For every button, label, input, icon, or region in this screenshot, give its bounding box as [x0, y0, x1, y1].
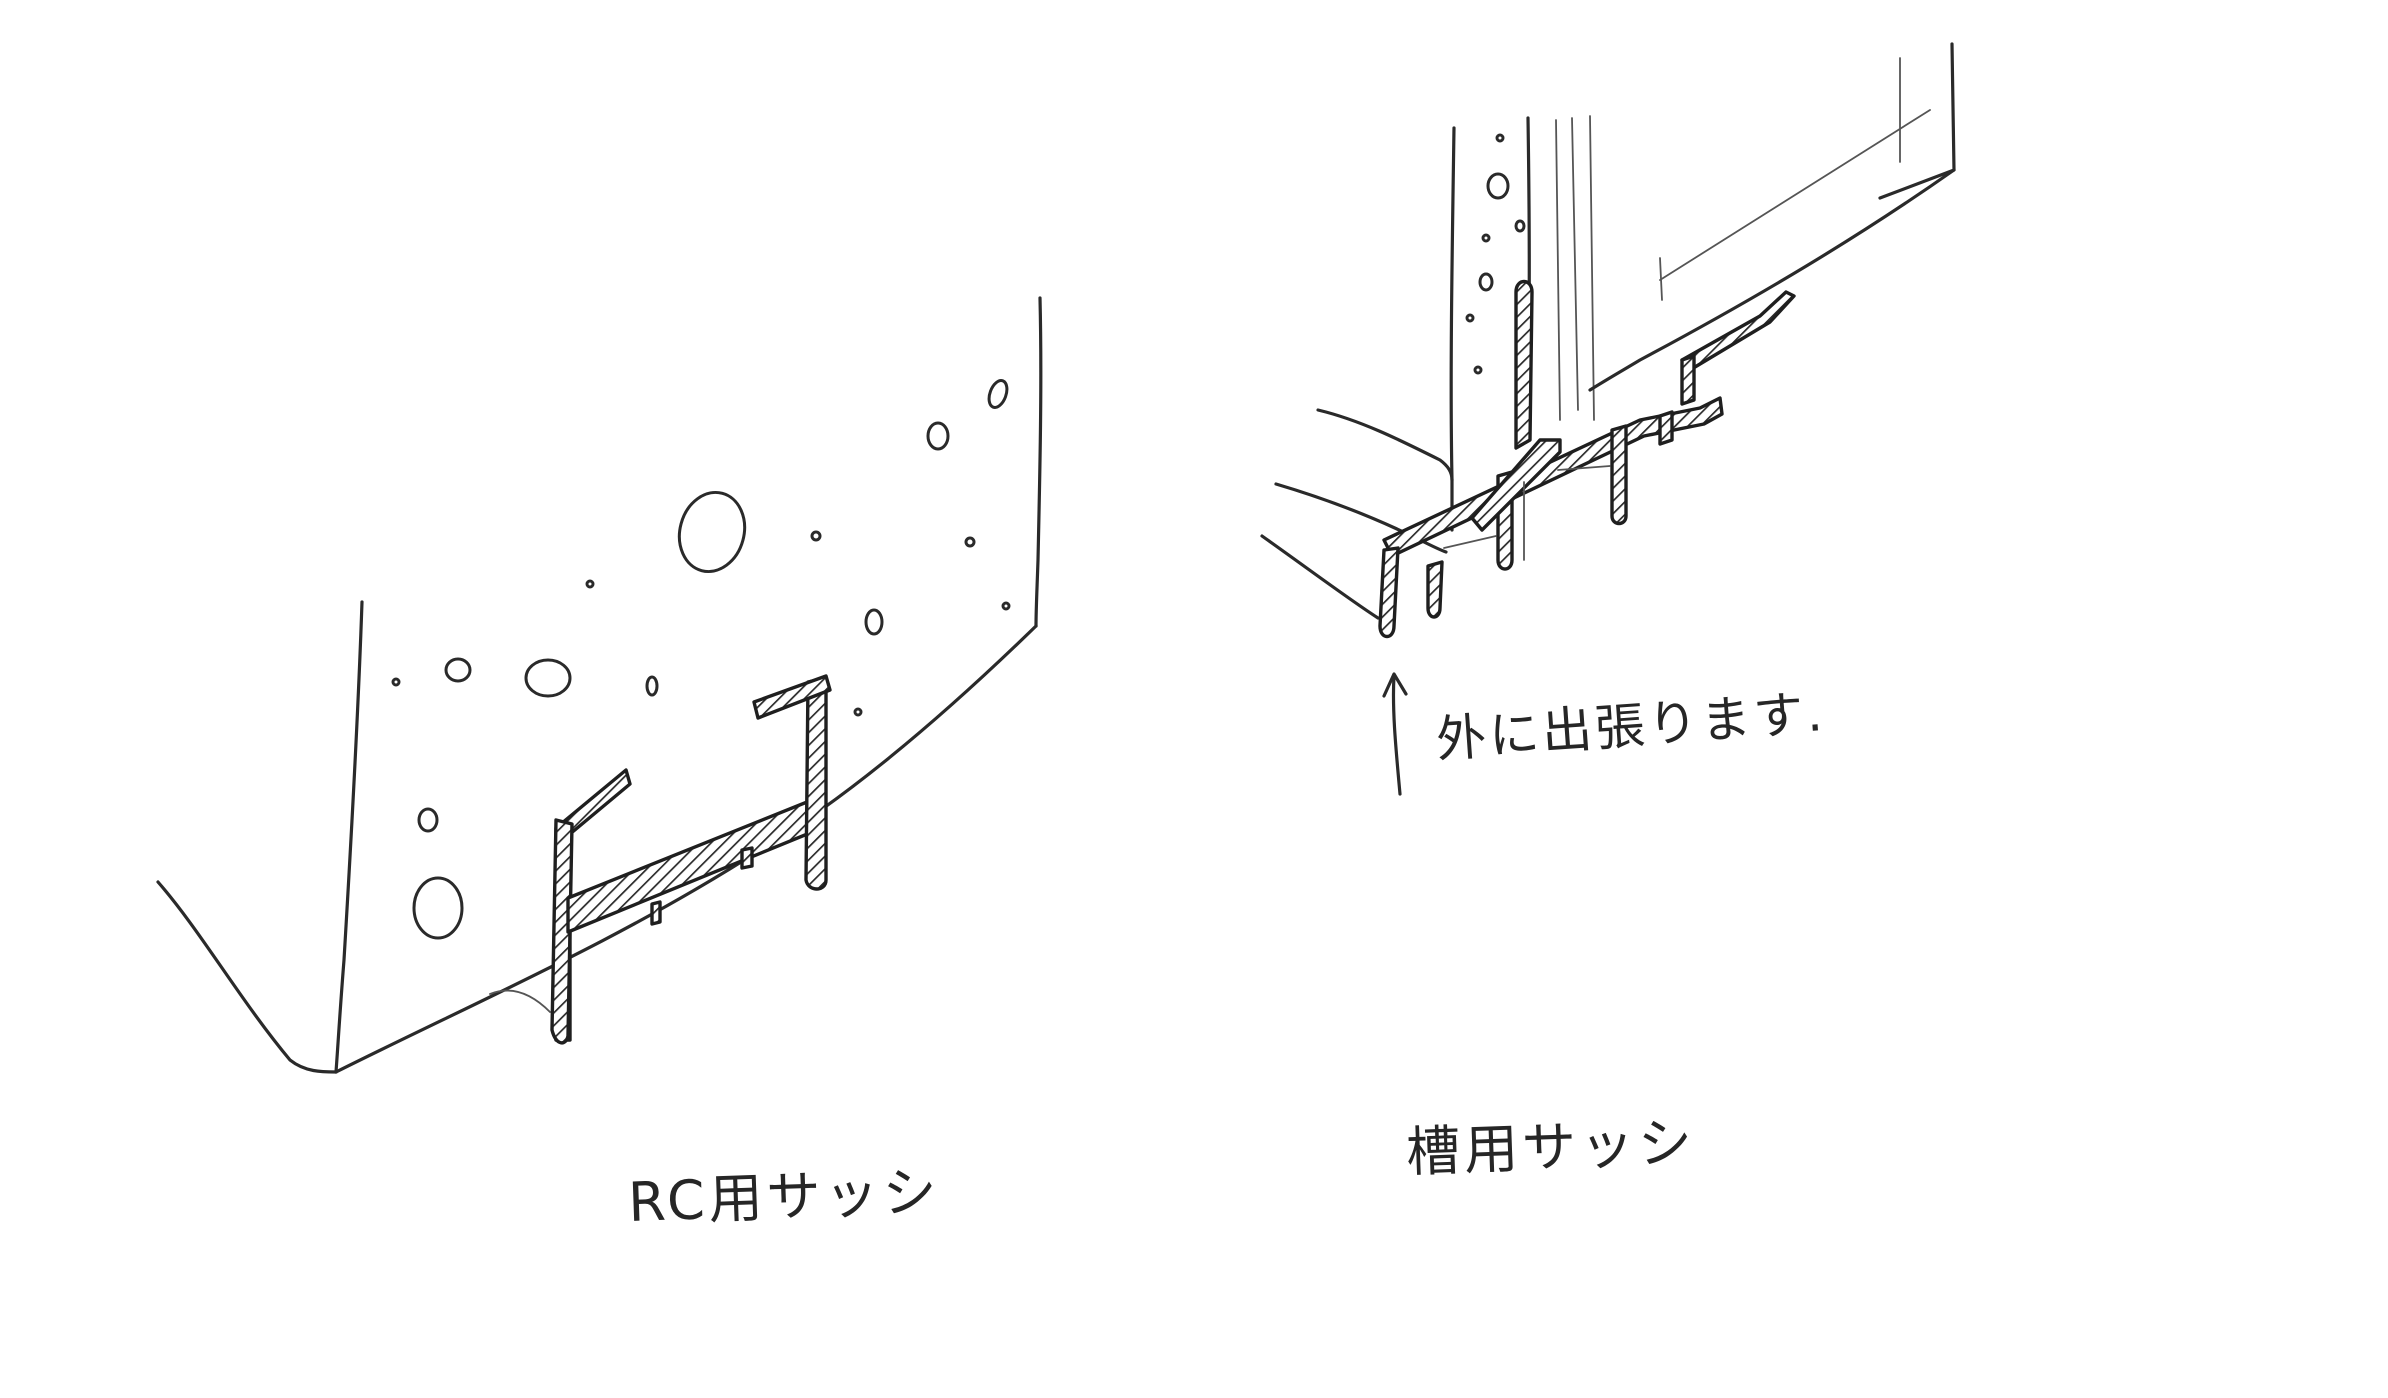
rc-concrete-aggregate	[391, 379, 1011, 940]
rc-wall-left-edge	[334, 600, 364, 1074]
outward-arrow	[1382, 672, 1408, 796]
post-left-edge	[1449, 126, 1456, 532]
wood-sash-drawing	[1260, 42, 1956, 796]
post-grain	[1465, 133, 1526, 375]
rc-wall-right-edge	[1034, 296, 1043, 628]
frame-top-right	[1878, 42, 1956, 200]
wood-sash-caption: 槽用サッシ	[1405, 1110, 1698, 1184]
rc-ground-line	[156, 880, 338, 1074]
rc-sash-caption: RC用サッシ	[627, 1160, 942, 1234]
rc-wall-underside	[489, 989, 551, 1013]
rc-sash-section	[550, 674, 832, 1045]
wood-sash-section	[1378, 279, 1796, 639]
rc-sash-drawing	[156, 296, 1043, 1074]
